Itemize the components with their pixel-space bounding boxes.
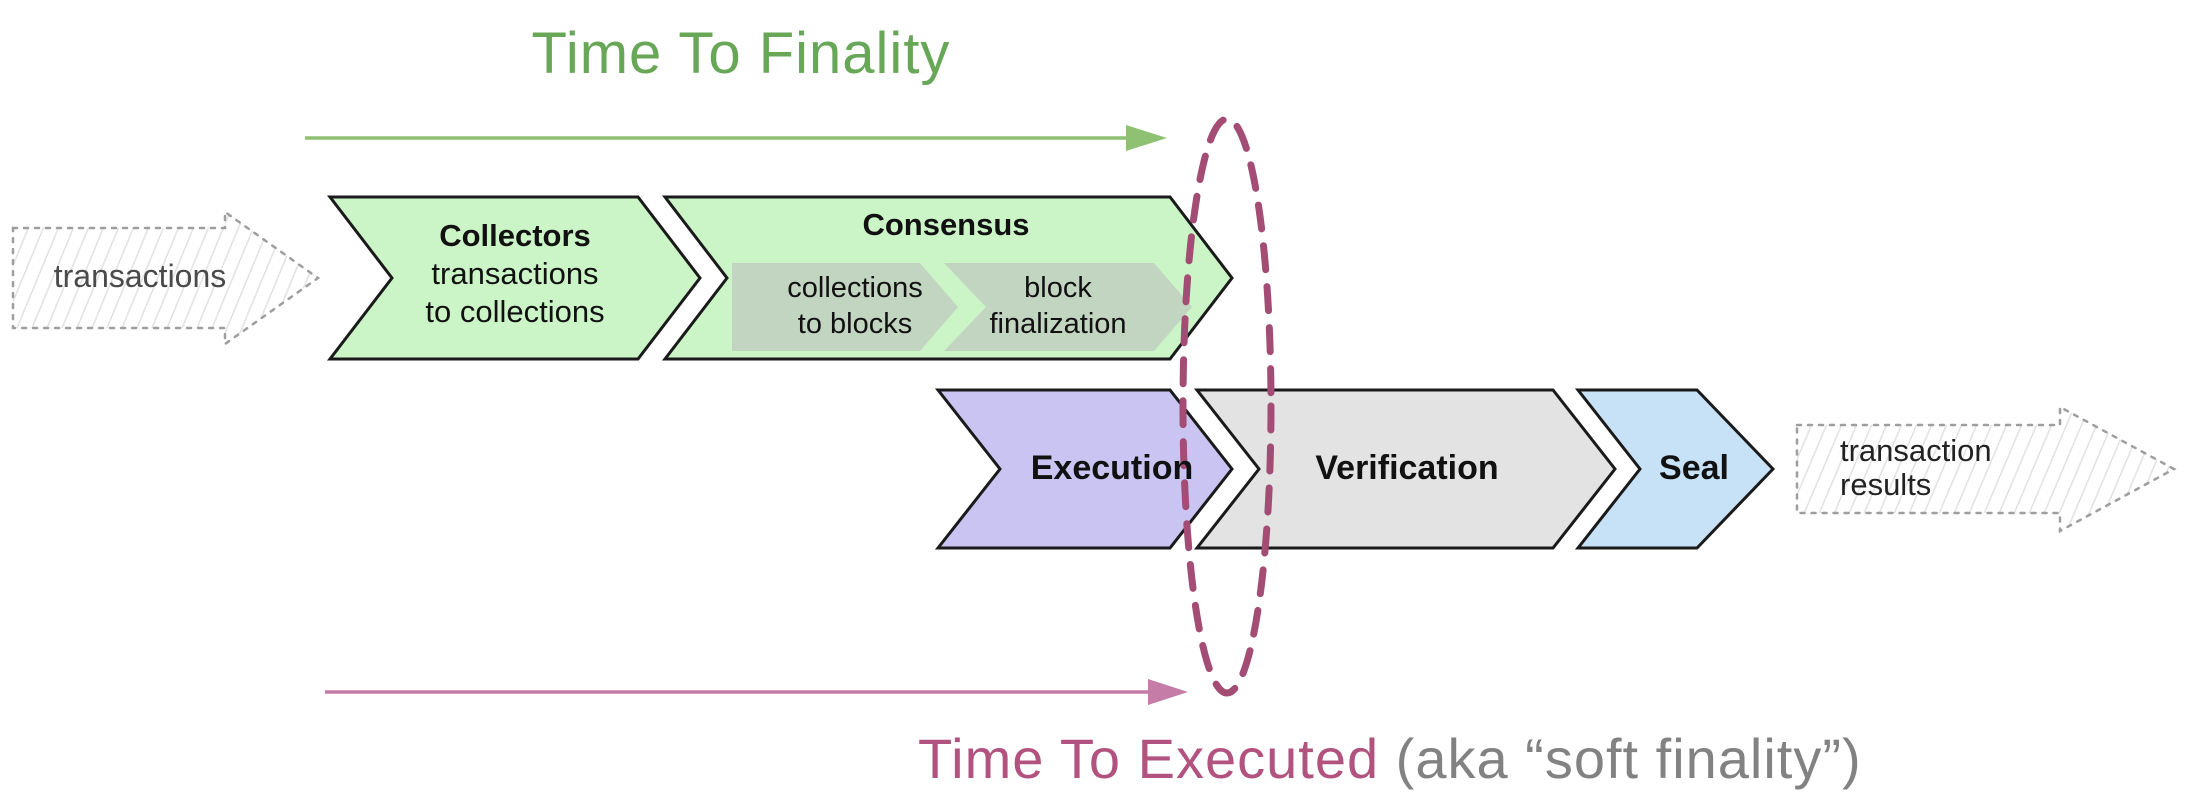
collectors-title: Collectors xyxy=(439,218,591,253)
executed-arrow-head xyxy=(1148,679,1188,705)
output-line2: results xyxy=(1840,467,1932,502)
time-to-finality-title: Time To Finality xyxy=(531,21,951,86)
input-transactions-arrow xyxy=(11,209,321,347)
time-to-executed-label: Time To Executed xyxy=(918,727,1380,790)
block-finalization-label: block finalization xyxy=(933,270,1183,342)
sub1-line1: collections xyxy=(787,272,923,304)
collections-to-blocks-subchevron xyxy=(732,263,958,351)
input-transactions-label: transactions xyxy=(53,258,227,294)
output-line1: transaction xyxy=(1840,433,1992,468)
seal-chevron xyxy=(1574,388,1776,550)
execution-chevron xyxy=(934,388,1234,550)
verification-chevron xyxy=(1193,388,1617,550)
executed-point-ellipse xyxy=(1179,115,1275,697)
block-finalization-subchevron xyxy=(944,263,1192,351)
sub2-line2: finalization xyxy=(989,308,1127,340)
input-arrow-outline xyxy=(11,209,321,347)
consensus-title: Consensus xyxy=(862,207,1030,242)
executed-timeline-arrow xyxy=(325,679,1188,705)
finality-arrow-head xyxy=(1126,125,1167,151)
collectors-stage-label: Collectors transactions to collections xyxy=(365,217,665,331)
output-arrow-outline xyxy=(1795,404,2177,534)
collectors-chevron xyxy=(326,195,702,361)
execution-title: Execution xyxy=(1030,449,1194,487)
output-results-label: transaction results xyxy=(1840,434,1992,502)
finality-timeline-arrow xyxy=(305,125,1167,151)
collectors-line1: transactions xyxy=(431,256,599,291)
seal-title: Seal xyxy=(1659,449,1729,487)
time-to-executed-caption: Time To Executed (aka “soft finality”) xyxy=(918,726,1862,791)
collections-to-blocks-label: collections to blocks xyxy=(730,270,980,342)
sub2-line1: block xyxy=(1024,272,1092,304)
soft-finality-note: (aka “soft finality”) xyxy=(1379,727,1862,790)
input-arrow-hatch xyxy=(13,212,318,344)
collectors-line2: to collections xyxy=(425,294,605,329)
verification-title: Verification xyxy=(1315,449,1499,487)
sub1-line2: to blocks xyxy=(797,308,913,340)
